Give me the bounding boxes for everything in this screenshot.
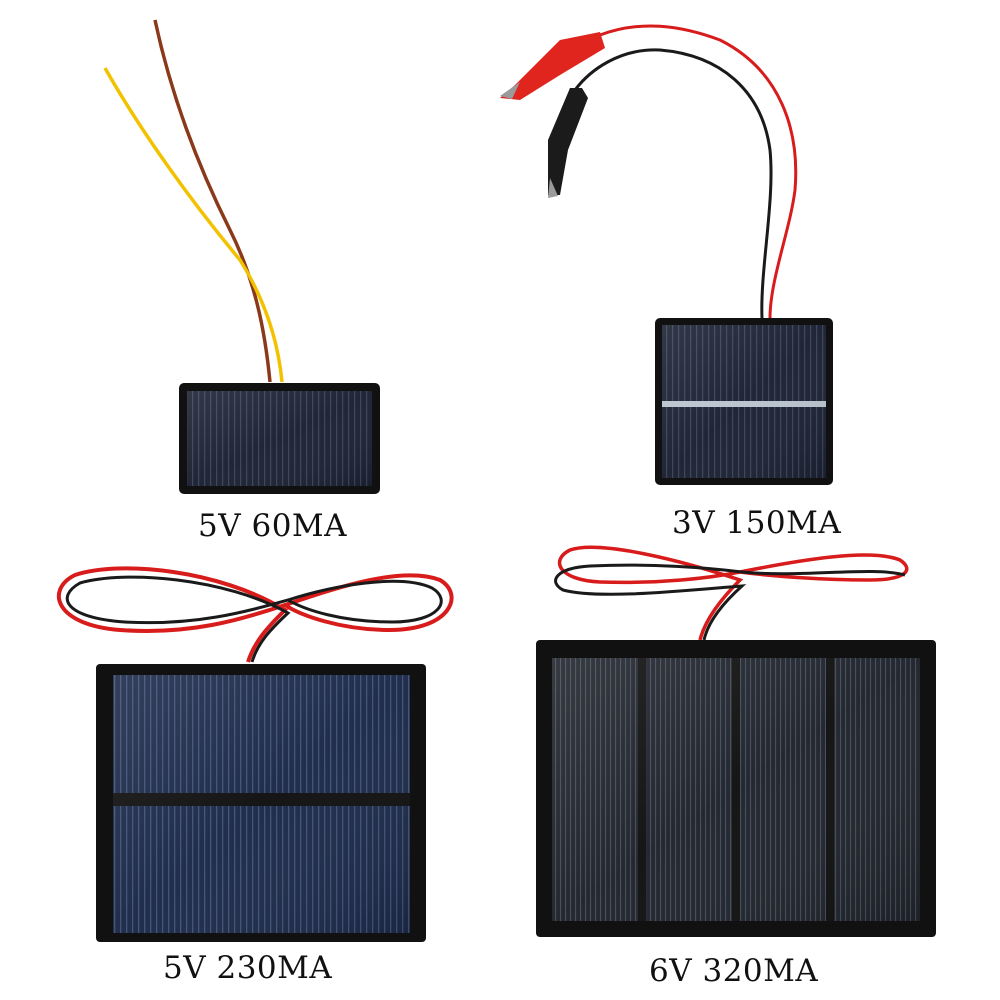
panel-5v-230ma-label: 5V 230MA xyxy=(163,950,333,986)
panel-5v-230ma-wires xyxy=(56,566,454,663)
panel-3v-150ma xyxy=(500,24,833,485)
panel-6v-320ma-wires xyxy=(554,545,909,641)
panel-3v-150ma-label: 3V 150MA xyxy=(672,505,842,541)
panel-5v-230ma xyxy=(56,566,454,942)
panel-6v-320ma xyxy=(536,545,936,937)
panel-3v-150ma-wires xyxy=(573,24,798,319)
panel-5v-60ma-label: 5V 60MA xyxy=(198,508,348,544)
red-alligator-clip xyxy=(500,32,605,100)
panel-5v-60ma-wires xyxy=(103,19,284,383)
black-alligator-clip xyxy=(548,88,588,198)
panel-5v-60ma xyxy=(103,19,380,494)
panel-6v-320ma-label: 6V 320MA xyxy=(649,953,819,989)
